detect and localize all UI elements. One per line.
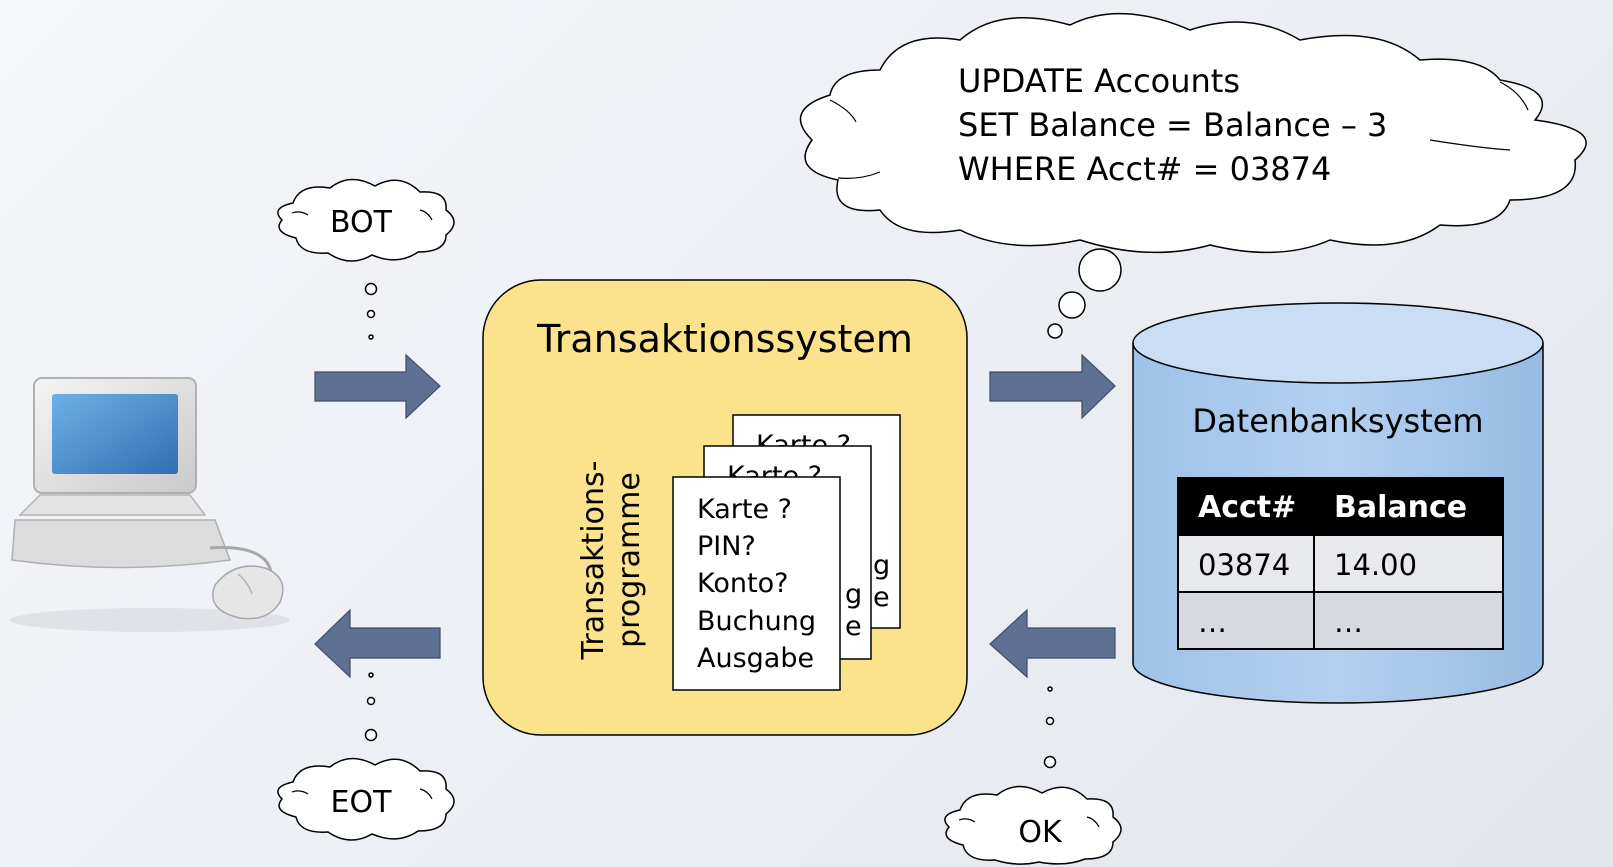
card-line-5: Ausgabe (697, 643, 814, 674)
ok-cloud: OK (944, 785, 1122, 865)
table-cell-r1c2: 14.00 (1334, 548, 1417, 582)
svg-text:g: g (845, 579, 862, 610)
mouse-icon (212, 565, 284, 620)
programs-label-1: Transaktions- (576, 461, 611, 661)
card-line-3: Konto? (697, 568, 788, 599)
bot-thought-dots (364, 282, 378, 340)
table-header-balance: Balance (1334, 490, 1467, 525)
accounts-table: Acct# Balance 03874 14.00 … … (1177, 477, 1504, 650)
table-cell-r2c2: … (1334, 605, 1363, 639)
database-system-title: Datenbanksystem (1192, 402, 1483, 440)
computer-icon (10, 377, 290, 632)
sql-cloud: UPDATE Accounts SET Balance = Balance – … (799, 12, 1587, 254)
program-card-front: Karte ? PIN? Konto? Buchung Ausgabe (672, 476, 841, 691)
arrow-right-to-database (989, 353, 1116, 420)
sql-line-1: UPDATE Accounts (958, 62, 1240, 100)
card-line-1: Karte ? (697, 494, 792, 525)
card-line-4: Buchung (697, 606, 816, 637)
arrow-left-to-client (314, 608, 441, 679)
svg-text:e: e (873, 582, 890, 613)
programs-label-2: programme (612, 472, 647, 648)
table-cell-r2c1: … (1198, 605, 1227, 639)
bot-label: BOT (330, 205, 393, 240)
card-line-2: PIN? (697, 531, 756, 562)
ok-thought-dots (1043, 686, 1057, 769)
sql-line-3: WHERE Acct# = 03874 (958, 150, 1331, 188)
transaction-system-title: Transaktionssystem (536, 317, 913, 361)
table-cell-r1c1: 03874 (1198, 548, 1290, 582)
eot-thought-dots (364, 672, 378, 742)
arrow-left-to-transaction (989, 608, 1116, 679)
svg-text:g: g (873, 550, 890, 581)
bot-cloud: BOT (277, 178, 455, 262)
sql-thought-dots (1047, 248, 1122, 339)
arrow-right-to-transaction (314, 353, 441, 420)
eot-label: EOT (331, 785, 393, 820)
svg-text:e: e (845, 611, 862, 642)
ok-label: OK (1018, 815, 1063, 850)
sql-line-2: SET Balance = Balance – 3 (958, 106, 1387, 144)
table-header-acct: Acct# (1198, 490, 1296, 525)
eot-cloud: EOT (277, 757, 455, 841)
